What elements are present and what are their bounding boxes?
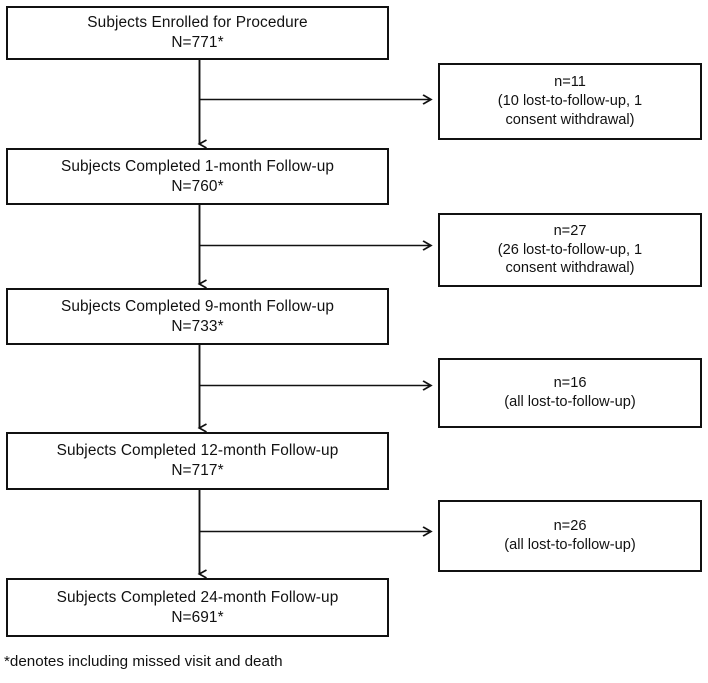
main-node-count: N=691*: [171, 608, 224, 626]
main-node-count: N=771*: [171, 34, 224, 51]
side-node-detail-line-1: (10 lost-to-follow-up, 1: [497, 93, 643, 110]
side-node-detail-line-1: (all lost-to-follow-up): [504, 394, 636, 410]
main-node-enrolled: Subjects Enrolled for Procedure N=771*: [6, 6, 389, 60]
main-node-1-month: Subjects Completed 1-month Follow-up N=7…: [6, 148, 389, 205]
side-node-count: n=11: [554, 74, 586, 91]
side-node-detail-line-1: (all lost-to-follow-up): [504, 537, 636, 553]
connector-group-1: [200, 60, 432, 144]
main-node-title: Subjects Completed 24-month Follow-up: [56, 588, 339, 606]
main-node-9-month: Subjects Completed 9-month Follow-up N=7…: [6, 288, 389, 345]
side-node-attrition-4: n=26 (all lost-to-follow-up): [438, 500, 702, 572]
side-node-attrition-2: n=27 (26 lost-to-follow-up, 1 consent wi…: [438, 213, 702, 287]
main-node-count: N=760*: [171, 177, 224, 195]
side-node-attrition-1: n=11 (10 lost-to-follow-up, 1 consent wi…: [438, 63, 702, 140]
main-node-count: N=733*: [171, 317, 224, 335]
side-node-count: n=27: [553, 222, 587, 239]
side-node-attrition-3: n=16 (all lost-to-follow-up): [438, 358, 702, 428]
main-node-12-month: Subjects Completed 12-month Follow-up N=…: [6, 432, 389, 490]
side-node-count: n=26: [553, 518, 587, 535]
side-node-detail-line-2: consent withdrawal): [505, 111, 635, 128]
side-node-detail-line-1: (26 lost-to-follow-up, 1: [497, 241, 643, 258]
main-node-title: Subjects Completed 1-month Follow-up: [60, 157, 335, 175]
connector-group-2: [200, 205, 432, 284]
connector-group-4: [200, 490, 432, 574]
main-node-title: Subjects Completed 9-month Follow-up: [60, 297, 335, 315]
side-node-count: n=16: [553, 375, 587, 392]
figure-footnote: *denotes including missed visit and deat…: [4, 653, 283, 670]
side-node-detail-line-2: consent withdrawal): [505, 260, 635, 277]
main-node-24-month: Subjects Completed 24-month Follow-up N=…: [6, 578, 389, 637]
connector-group-3: [200, 345, 432, 428]
main-node-title: Subjects Completed 12-month Follow-up: [56, 442, 339, 460]
main-node-title: Subjects Enrolled for Procedure: [87, 14, 308, 32]
main-node-count: N=717*: [171, 462, 224, 479]
